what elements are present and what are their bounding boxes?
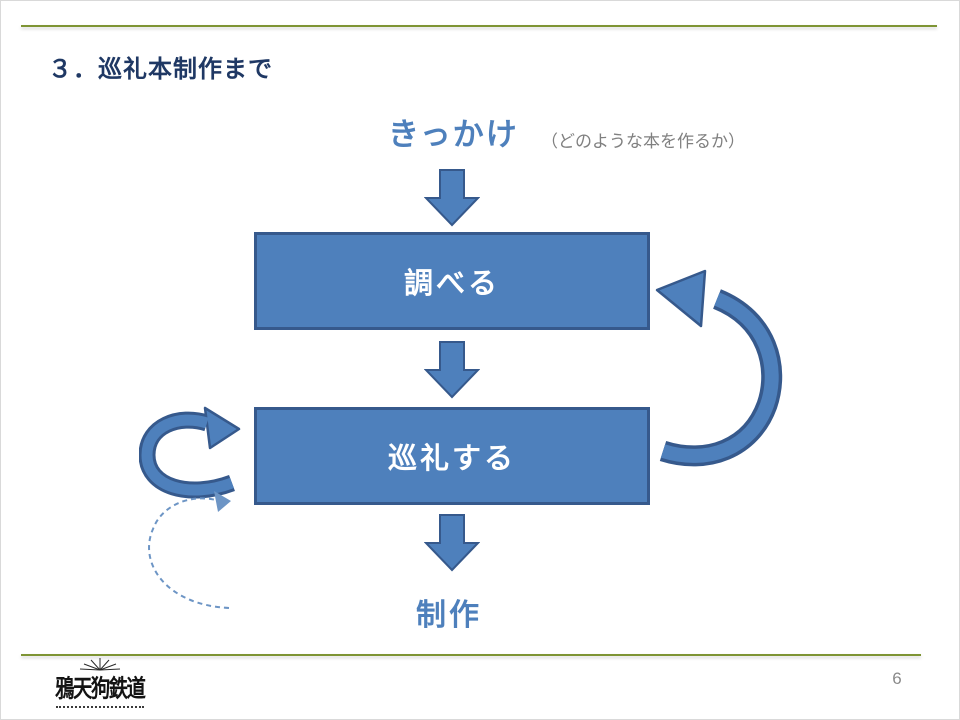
output-label: 制作: [416, 599, 482, 632]
page-number: 6: [892, 669, 902, 688]
trigger-note: （どのような本を作るか）: [541, 132, 745, 151]
logo-crest-icon: [79, 658, 121, 671]
logo-text: 鴉天狗鉄道: [55, 675, 146, 703]
down-arrow-icon: [424, 341, 480, 399]
flow-box-research: 調べる: [254, 232, 650, 330]
self-loop-arrow-left-icon: [139, 406, 241, 499]
down-arrow-icon: [424, 514, 480, 572]
logo-caption-line: [56, 706, 144, 708]
flow-box-label: 巡礼する: [387, 443, 516, 475]
loop-back-arrow-right-icon: [655, 269, 783, 467]
logo: 鴉天狗鉄道: [45, 657, 155, 719]
dashed-feedback-arrow-icon: [148, 491, 231, 609]
top-rule: [21, 25, 937, 27]
trigger-label: きっかけ: [388, 117, 519, 152]
bottom-rule: [21, 654, 921, 656]
page-title: ３．巡礼本制作まで: [48, 56, 273, 83]
flow-box-pilgrimage: 巡礼する: [254, 407, 650, 505]
down-arrow-icon: [424, 169, 480, 227]
flow-box-label: 調べる: [403, 268, 500, 300]
